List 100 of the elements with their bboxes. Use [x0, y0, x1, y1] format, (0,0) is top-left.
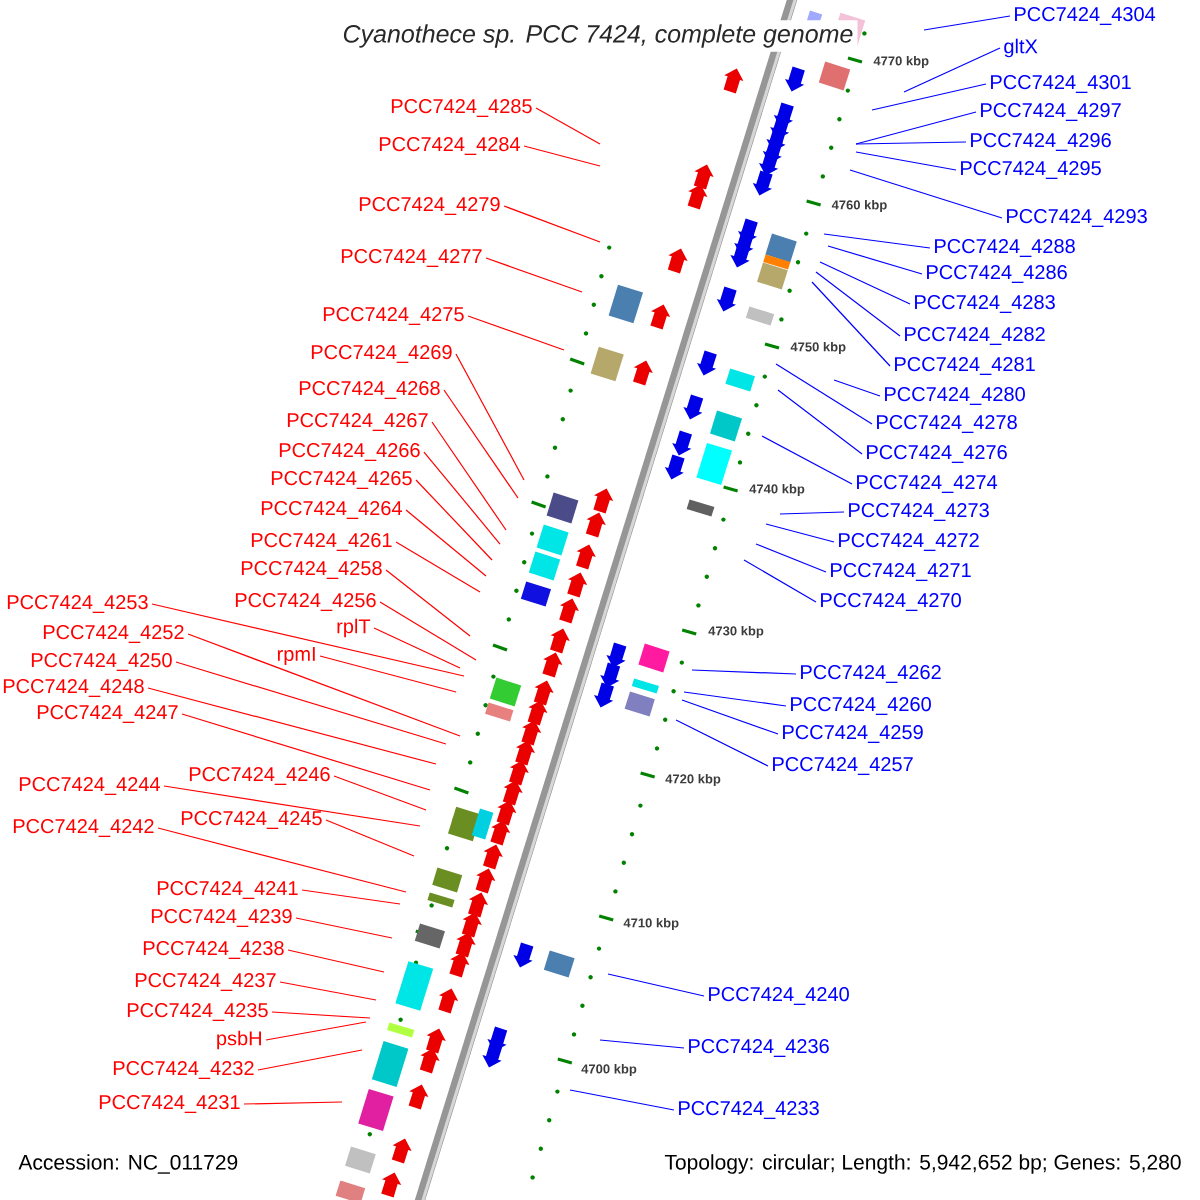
leader-line	[815, 271, 901, 337]
gene-label: PCC7424_4270	[821, 593, 961, 611]
gene-label: gltX	[1004, 38, 1038, 58]
leader-line	[271, 1011, 371, 1019]
gene-label: PCC7424_4278	[877, 415, 1017, 433]
leader-line	[443, 389, 519, 499]
gene-label: PCC7424_4274	[857, 475, 998, 493]
leader-line	[535, 107, 601, 145]
gene-label: PCC7424_4259	[783, 725, 923, 743]
leader-line	[279, 981, 377, 1001]
leader-line	[265, 1021, 367, 1041]
leader-line	[295, 917, 393, 939]
leader-line	[855, 151, 957, 171]
gene-label: PCC7424_4282	[905, 327, 1045, 345]
leader-line	[923, 15, 1011, 31]
gene-label: psbH	[217, 1030, 261, 1050]
leader-line	[569, 1089, 675, 1111]
gene-label: PCC7424_4262	[801, 665, 941, 683]
gene-label: PCC7424_4238	[143, 941, 284, 959]
leader-line	[779, 511, 845, 515]
leader-line	[379, 601, 477, 661]
gene-label: PCC7424_4276	[867, 445, 1007, 463]
leader-line	[333, 775, 427, 811]
gene-label: PCC7424_4284	[379, 137, 520, 155]
leader-line	[287, 949, 385, 973]
accession-text: Accession: NC_011729	[18, 1154, 238, 1174]
leader-line	[257, 1049, 363, 1071]
title: Cyanothece sp. PCC 7424, complete genome	[338, 20, 858, 52]
gene-label: PCC7424_4233	[679, 1101, 819, 1119]
gene-label: PCC7424_4283	[915, 295, 1055, 313]
leader-line	[823, 233, 931, 249]
leader-line	[761, 435, 853, 485]
leader-line	[675, 719, 769, 767]
leader-line	[147, 687, 437, 765]
gene-label: PCC7424_4297	[981, 103, 1121, 121]
leader-line	[503, 205, 601, 243]
gene-label: PCC7424_4288	[935, 239, 1075, 257]
gene-label: PCC7424_4296	[971, 133, 1111, 151]
gene-label: PCC7424_4267	[287, 413, 428, 431]
gene-label: PCC7424_4239	[151, 909, 292, 927]
gene-label: PCC7424_4232	[113, 1061, 254, 1079]
gene-label: PCC7424_4268	[299, 381, 440, 399]
leader-line	[523, 145, 601, 167]
leader-line	[827, 245, 923, 275]
leader-line	[775, 363, 873, 425]
gene-label: PCC7424_4285	[391, 99, 532, 117]
leader-line	[811, 281, 891, 367]
gene-label: PCC7424_4240	[709, 987, 849, 1005]
leader-line	[819, 261, 911, 305]
gene-label: PCC7424_4252	[43, 625, 184, 643]
gene-label: PCC7424_4277	[341, 249, 482, 267]
gene-label: PCC7424_4272	[839, 533, 979, 551]
leader-line	[855, 141, 967, 145]
gene-label: PCC7424_4264	[261, 501, 402, 519]
gene-label: PCC7424_4286	[927, 265, 1067, 283]
leader-line	[683, 691, 787, 707]
gene-label: PCC7424_4253	[7, 595, 148, 613]
leader-line	[423, 451, 501, 545]
gene-label: PCC7424_4304	[1015, 7, 1156, 25]
gene-label: PCC7424_4301	[991, 75, 1131, 93]
leader-line	[607, 973, 705, 997]
leader-line	[325, 819, 415, 857]
leader-line	[301, 889, 401, 905]
gene-label: PCC7424_4241	[157, 881, 298, 899]
gene-label: PCC7424_4242	[13, 819, 154, 837]
leader-line	[151, 603, 465, 677]
gene-label: PCC7424_4257	[773, 757, 913, 775]
gene-label: PCC7424_4256	[235, 593, 376, 611]
leader-line	[455, 353, 525, 481]
gene-label: rplT	[337, 618, 371, 638]
leader-line	[691, 669, 797, 675]
leader-line	[855, 111, 977, 145]
leader-line	[599, 1039, 685, 1049]
gene-label: PCC7424_4244	[19, 777, 160, 795]
gene-label: PCC7424_4273	[849, 503, 989, 521]
leader-line	[777, 389, 863, 455]
leader-line	[743, 559, 817, 603]
leader-line	[755, 543, 827, 573]
gene-label: PCC7424_4260	[791, 697, 931, 715]
gene-label: PCC7424_4295	[961, 161, 1101, 179]
leader-line	[849, 169, 1003, 219]
leader-line	[243, 1101, 343, 1105]
gene-label: PCC7424_4261	[251, 533, 392, 551]
leader-line	[681, 699, 779, 735]
gene-label: PCC7424_4279	[359, 197, 500, 215]
gene-label: PCC7424_4236	[689, 1039, 829, 1057]
leader-line	[903, 47, 1001, 93]
gene-label: PCC7424_4235	[127, 1003, 268, 1021]
gene-label: PCC7424_4247	[37, 705, 178, 723]
leader-line	[187, 633, 461, 737]
gene-label: PCC7424_4280	[885, 387, 1025, 405]
gene-label: PCC7424_4265	[271, 471, 412, 489]
gene-label: rpmI	[277, 647, 315, 665]
leader-line	[157, 827, 407, 893]
genome-info-text: Topology: circular; Length: 5,942,652 bp; Genes: 5,280	[664, 1154, 1181, 1174]
leader-line	[833, 379, 881, 397]
gene-label: PCC7424_4231	[99, 1095, 240, 1113]
leader-line	[163, 785, 421, 827]
leader-line	[765, 523, 835, 543]
leader-line	[395, 541, 481, 593]
